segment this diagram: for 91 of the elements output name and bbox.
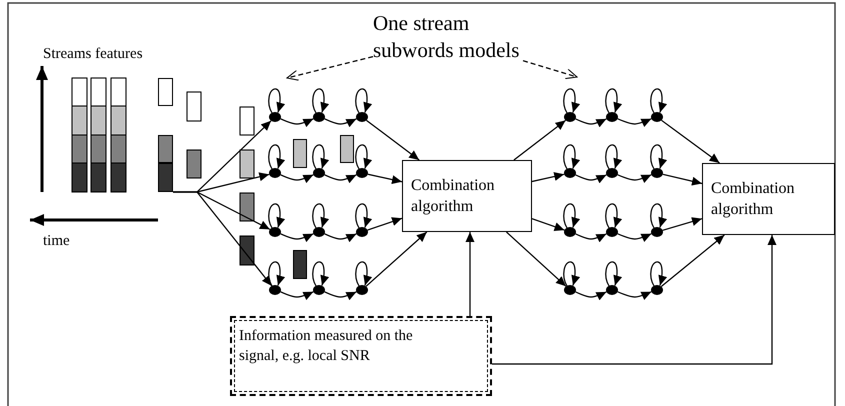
self-loop-arrow [312, 261, 329, 286]
arrow [324, 233, 357, 242]
arrow [575, 118, 607, 128]
self-loop-arrow [268, 203, 285, 228]
self-loop-arrow [650, 203, 667, 228]
arrow [366, 120, 420, 160]
state-circle [606, 285, 618, 295]
arrow [617, 233, 652, 242]
state-circle [269, 285, 281, 295]
state-circle [313, 168, 325, 178]
arrow [280, 291, 314, 300]
arrow [324, 118, 357, 128]
arrow [617, 174, 652, 184]
self-loop-arrow [605, 203, 622, 228]
info-box: Information measured on the signal, e.g. local SNR [230, 316, 492, 396]
arrow [366, 232, 428, 287]
note-text: One stream subwords models [373, 10, 523, 66]
arrow [280, 118, 314, 128]
state-circle [313, 227, 325, 237]
leader-arrow [286, 56, 374, 81]
arrow [617, 118, 652, 128]
state-circle [269, 168, 281, 178]
state-circle [356, 285, 368, 295]
state-circle [313, 112, 325, 122]
arrow [173, 191, 272, 286]
state-circle [606, 227, 618, 237]
feature-block [293, 250, 307, 279]
state-circle [651, 112, 663, 122]
self-loop-arrow [605, 144, 622, 170]
arrow [514, 120, 566, 160]
arrow [662, 174, 702, 186]
self-loop-arrow [355, 203, 372, 228]
self-loop-arrow [268, 144, 285, 170]
feature-block [340, 135, 354, 163]
self-loop-arrow [355, 144, 372, 170]
state-circle [269, 112, 281, 122]
state-circle [564, 112, 576, 122]
self-loop-arrow [312, 88, 329, 114]
arrow [324, 174, 357, 184]
arrow [662, 217, 702, 231]
self-loop-arrow [605, 88, 622, 114]
state-circle [356, 227, 368, 237]
self-loop-arrow [563, 144, 580, 170]
self-loop-arrow [563, 88, 580, 114]
state-circle [356, 168, 368, 178]
arrow [532, 218, 565, 232]
process-box: Combination algorithm [702, 163, 835, 235]
arrow [280, 233, 314, 242]
arrow [492, 235, 776, 365]
arrow [367, 217, 402, 231]
leader-arrow [522, 60, 578, 80]
axis-label: Streams features [43, 45, 143, 63]
self-loop-arrow [563, 203, 580, 228]
self-loop-arrow [650, 261, 667, 286]
self-loop-arrow [312, 203, 329, 228]
state-circle [564, 168, 576, 178]
self-loop-arrow [268, 88, 285, 114]
state-circle [651, 227, 663, 237]
arrow [575, 233, 607, 242]
arrow [466, 232, 474, 316]
state-circle [564, 285, 576, 295]
arrow [324, 291, 357, 300]
arrow [575, 174, 607, 184]
process-box: Combination algorithm [402, 160, 532, 232]
arrow [280, 174, 314, 184]
self-loop-arrow [605, 261, 622, 286]
arrow [368, 174, 402, 184]
state-circle [651, 168, 663, 178]
state-circle [651, 285, 663, 295]
state-circle [269, 227, 281, 237]
self-loop-arrow [355, 88, 372, 114]
state-circle [564, 227, 576, 237]
feature-block [293, 139, 307, 168]
axis-label: time [43, 232, 70, 250]
self-loop-arrow [312, 144, 329, 170]
state-circle [606, 112, 618, 122]
feature-vector-bar [158, 78, 173, 192]
state-circle [313, 285, 325, 295]
arrow [532, 172, 564, 182]
self-loop-arrow [268, 261, 285, 286]
self-loop-arrow [355, 261, 372, 286]
state-circle [356, 112, 368, 122]
self-loop-arrow [563, 261, 580, 286]
arrow [661, 120, 720, 164]
arrow [617, 291, 652, 300]
state-circle [606, 168, 618, 178]
arrow [575, 291, 607, 300]
arrow [660, 234, 725, 287]
arrow [506, 232, 566, 287]
self-loop-arrow [650, 144, 667, 170]
self-loop-arrow [650, 88, 667, 114]
